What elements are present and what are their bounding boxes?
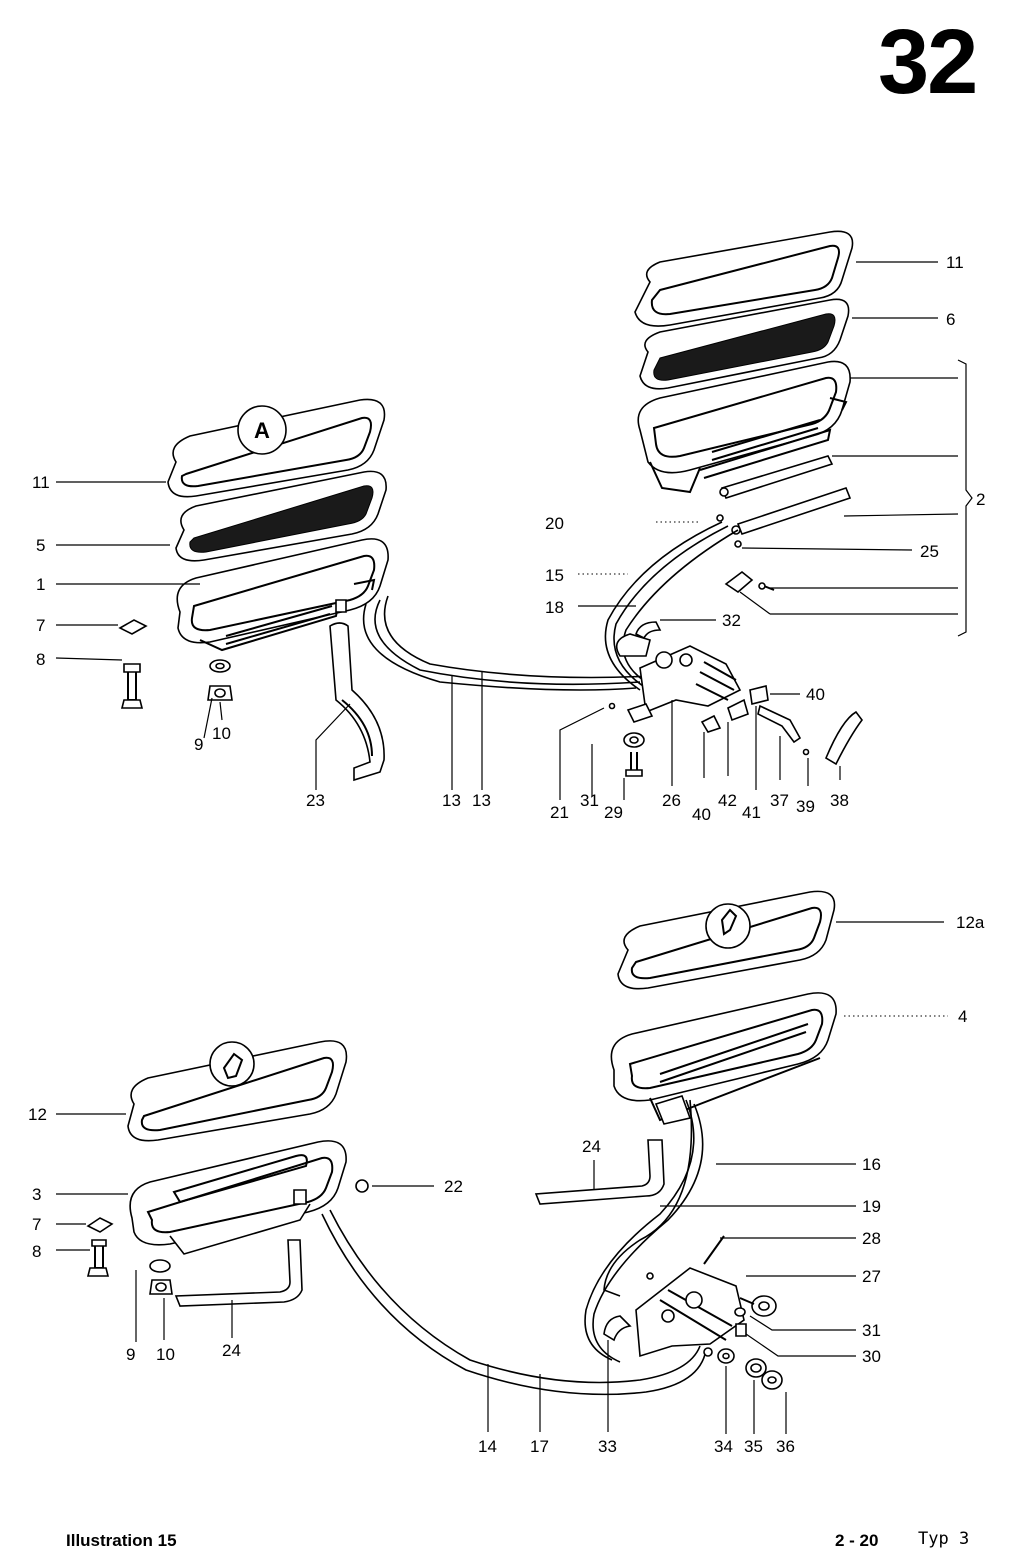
callout-u5: 5 [36, 536, 45, 555]
hose-24-left [174, 1239, 303, 1307]
parts-diagram: A [28, 230, 985, 1456]
callout-u15: 15 [545, 566, 564, 585]
callout-u7: 7 [36, 616, 45, 635]
callout-l24b: 24 [582, 1137, 601, 1156]
page-reference: 2 - 20 [835, 1531, 879, 1550]
lower-right-vent-assembly [534, 890, 837, 1205]
callout-l9: 9 [126, 1345, 135, 1364]
badge-a-label: A [254, 418, 270, 443]
callout-u9: 9 [194, 735, 203, 754]
cover-38 [824, 710, 863, 766]
callout-u40a: 40 [806, 685, 825, 704]
upper-control-cables [362, 521, 863, 777]
callout-l31: 31 [862, 1321, 881, 1340]
callout-labels-lower: 12a 4 12 3 22 7 8 9 10 24 24 16 19 28 27… [28, 913, 985, 1456]
callout-u25: 25 [920, 542, 939, 561]
callout-u31: 31 [580, 791, 599, 810]
callout-l27: 27 [862, 1267, 881, 1286]
callout-l30: 30 [862, 1347, 881, 1366]
callout-l35: 35 [744, 1437, 763, 1456]
callout-u32: 32 [722, 611, 741, 630]
leader-lines-lower [56, 921, 948, 1434]
vent-housing-4 [610, 992, 837, 1102]
callout-u13b: 13 [472, 791, 491, 810]
callout-u2: 2 [976, 490, 985, 509]
callout-u40b: 40 [692, 805, 711, 824]
callout-u26: 26 [662, 791, 681, 810]
vent-grille-5 [189, 485, 374, 553]
badge-lever-right [705, 903, 751, 949]
vent-grille-6 [653, 313, 836, 381]
callout-l14: 14 [478, 1437, 497, 1456]
upper-left-vent-assembly: A [118, 398, 389, 782]
lower-left-vent-assembly [86, 1040, 369, 1307]
lower-control-cables [321, 1099, 783, 1396]
callout-u13a: 13 [442, 791, 461, 810]
callout-u29: 29 [604, 803, 623, 822]
callout-l22: 22 [444, 1177, 463, 1196]
callout-l12: 12 [28, 1105, 47, 1124]
callout-u23: 23 [306, 791, 325, 810]
callout-u38: 38 [830, 791, 849, 810]
type-label: Typ 3 [918, 1529, 970, 1549]
callout-l12a: 12a [956, 913, 985, 932]
callout-u11r: 11 [946, 253, 964, 272]
callout-l4: 4 [958, 1007, 967, 1026]
callout-l16: 16 [862, 1155, 881, 1174]
control-lever-27 [635, 1267, 745, 1358]
callout-u10: 10 [212, 724, 231, 743]
callout-l34: 34 [714, 1437, 733, 1456]
badge-lever-left [209, 1041, 255, 1087]
callout-l36: 36 [776, 1437, 795, 1456]
upper-right-vent-assembly [634, 230, 854, 594]
illustration-caption: Illustration 15 [66, 1531, 177, 1550]
callout-l3: 3 [32, 1185, 41, 1204]
badge-a-circle [237, 405, 287, 455]
callout-l17: 17 [530, 1437, 549, 1456]
callout-u1: 1 [36, 575, 45, 594]
callout-u11l: 11 [32, 473, 50, 492]
callout-u39: 39 [796, 797, 815, 816]
hose-23 [329, 622, 385, 782]
callout-l7: 7 [32, 1215, 41, 1234]
page-number: 32 [878, 11, 978, 113]
hose-24-right [534, 1139, 665, 1205]
vent-frame-12 [127, 1040, 348, 1142]
callout-l10: 10 [156, 1345, 175, 1364]
callout-l28: 28 [862, 1229, 881, 1248]
callout-u18: 18 [545, 598, 564, 617]
callout-l19: 19 [862, 1197, 881, 1216]
callout-l8: 8 [32, 1242, 41, 1261]
callout-u20: 20 [545, 514, 564, 533]
leader-lines-upper [55, 261, 973, 800]
callout-u21: 21 [550, 803, 569, 822]
callout-labels-upper: 11 6 2 25 20 15 18 32 40 11 5 1 7 8 9 10… [32, 253, 985, 824]
callout-u8: 8 [36, 650, 45, 669]
callout-l33: 33 [598, 1437, 617, 1456]
callout-u42: 42 [718, 791, 737, 810]
callout-u37: 37 [770, 791, 789, 810]
callout-u6: 6 [946, 310, 955, 329]
callout-l24a: 24 [222, 1341, 241, 1360]
callout-u41: 41 [742, 803, 761, 822]
